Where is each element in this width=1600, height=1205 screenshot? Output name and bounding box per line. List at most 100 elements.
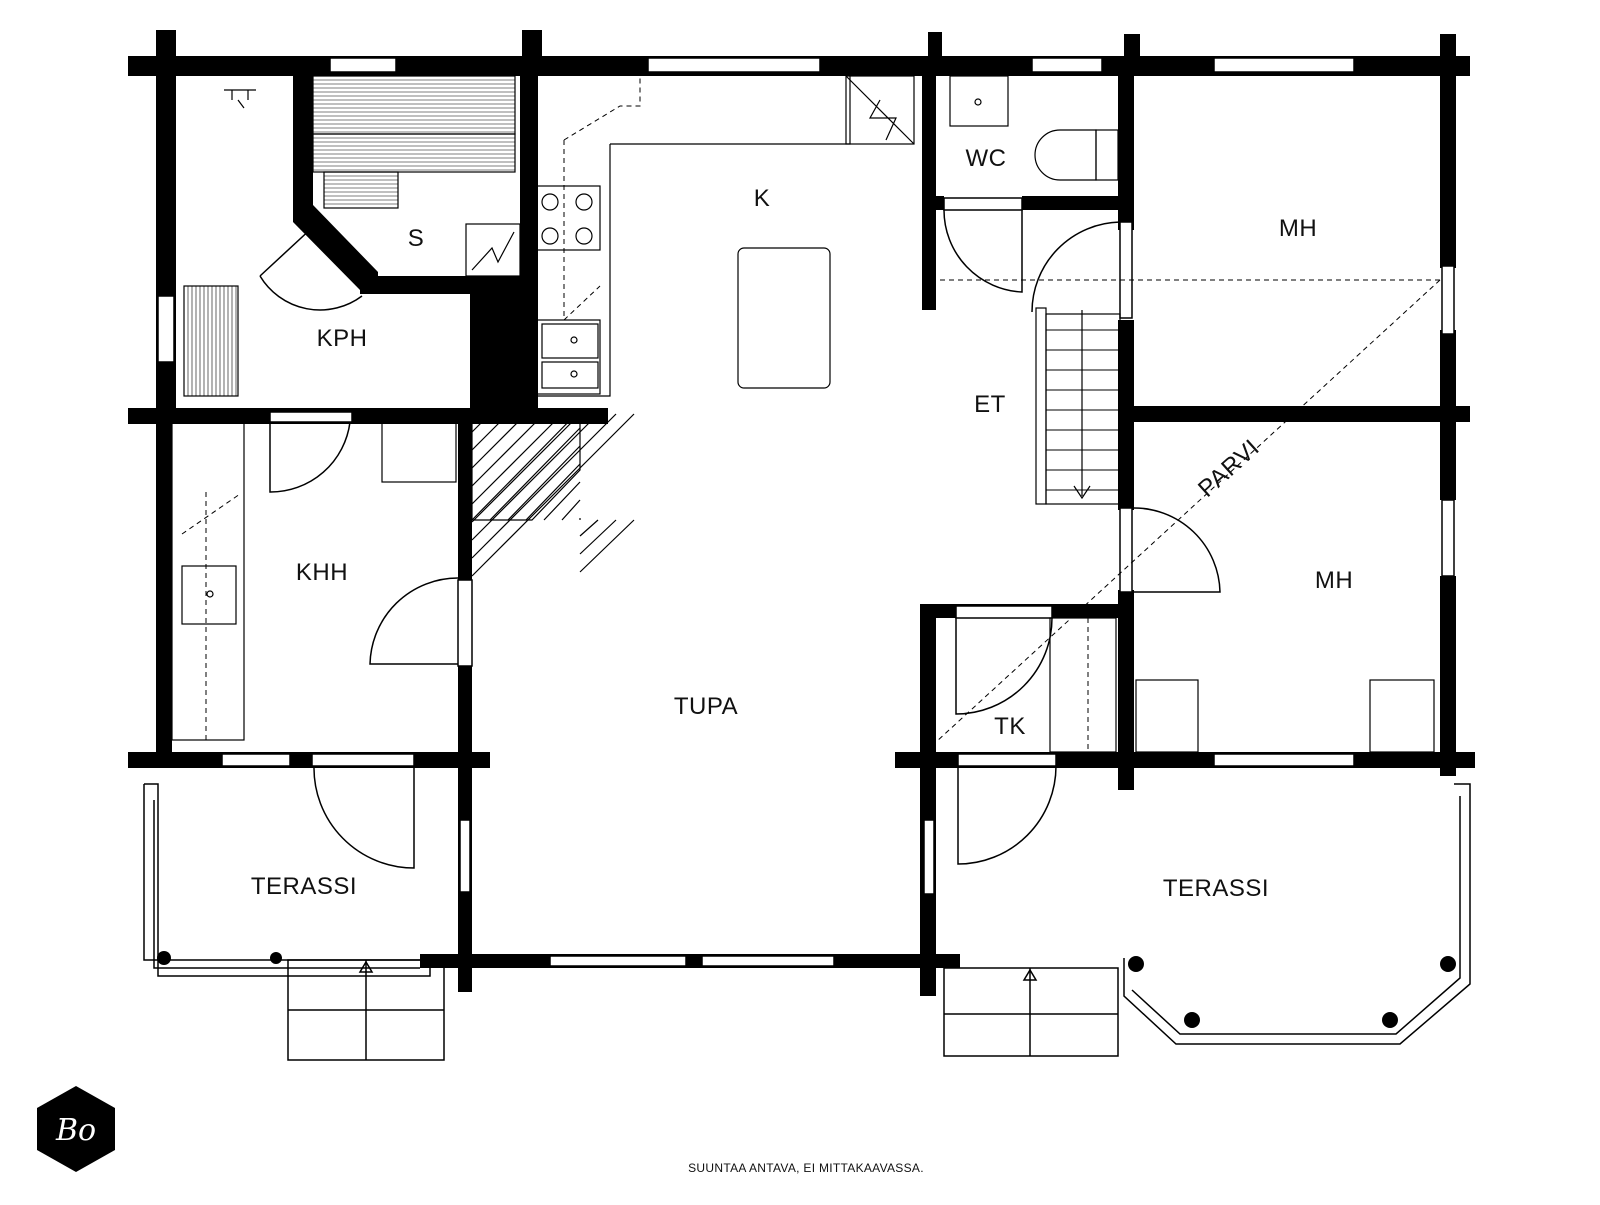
burner [541, 193, 559, 211]
window [1213, 57, 1355, 73]
dashed-lines [181, 76, 1441, 752]
sink-bowl [541, 323, 599, 359]
log-end [522, 30, 542, 60]
door-terassi-right [957, 765, 1057, 865]
doors [259, 197, 1221, 869]
door-opening [1119, 221, 1133, 319]
hatch-line [471, 413, 491, 433]
room-label-parvi: PARVI [1193, 434, 1265, 502]
door-sauna [259, 225, 363, 311]
wall-sauna-right [520, 60, 538, 292]
door-tk [955, 617, 1053, 715]
hatch-line [471, 413, 527, 469]
window [1213, 753, 1355, 767]
wall-lower-left [128, 752, 490, 768]
room-label-khh: KHH [296, 559, 348, 586]
wall-hall-right-upper [1118, 60, 1134, 230]
khh-cabinet [381, 419, 457, 483]
burner [575, 227, 593, 245]
toilet [1034, 129, 1097, 181]
hatch-line [579, 519, 617, 555]
door-opening [269, 411, 353, 423]
terrace-left-railing [143, 783, 431, 977]
sauna-bench-lower [312, 133, 516, 173]
posts [157, 951, 1456, 1028]
drain [974, 98, 982, 106]
kitchen-sink [535, 319, 601, 395]
room-label-tk: TK [994, 713, 1026, 740]
logo-text: Bo [55, 1113, 96, 1148]
stair-rail [1035, 307, 1047, 505]
hatch-line [471, 409, 581, 521]
wall-wc-left [922, 60, 936, 310]
wall-mh-divider [1130, 406, 1470, 422]
sauna-stove [465, 223, 521, 277]
drain [570, 370, 578, 378]
hatch-line [525, 463, 581, 521]
wall-bottom-tupa [420, 954, 960, 968]
terrace-left-railing-inner [153, 800, 420, 969]
hatch-line [507, 445, 581, 521]
window [1441, 265, 1455, 335]
door-opening [311, 753, 415, 767]
room-label-terassi-right: TERASSI [1163, 875, 1269, 902]
wall-sauna-left [293, 60, 313, 210]
window [329, 57, 397, 73]
footer-note: SUUNTAA ANTAVA, EI MITTAKAAVASSA. [688, 1161, 924, 1175]
kitchen-counter [536, 76, 851, 397]
window [221, 753, 291, 767]
door-mh-bottom [1131, 507, 1221, 593]
arrow-up-icon [1022, 968, 1038, 981]
log-end [928, 32, 942, 60]
room-label-terassi-left: TERASSI [251, 873, 357, 900]
sauna-bench-upper [312, 75, 516, 135]
room-label-mh-bottom: MH [1315, 567, 1353, 594]
hatch-line [489, 427, 581, 521]
door-khh-right [369, 577, 459, 665]
counter-upper-cabinet [563, 140, 601, 321]
hatch-line [561, 499, 581, 521]
wall-left-upper [156, 60, 176, 420]
wall-left-lower [156, 420, 172, 760]
hatch-line [471, 413, 635, 577]
wall-hall-right-lower [1118, 590, 1134, 790]
room-label-kph: KPH [317, 325, 368, 352]
terrace-right-railing [1123, 783, 1471, 1045]
hatch-line [471, 413, 599, 541]
burner [575, 193, 593, 211]
kph-bench [183, 285, 239, 397]
wall-khh-right [458, 410, 472, 992]
wall-hall-right-mid [1118, 320, 1134, 510]
window [1441, 499, 1455, 577]
door-opening [943, 197, 1023, 211]
post [1128, 956, 1144, 972]
hood-outline [563, 76, 641, 141]
door-opening [957, 753, 1057, 767]
window [549, 955, 687, 967]
fireplace-hatch [471, 409, 635, 577]
wall-right-lower [1440, 576, 1456, 776]
arrow-up-icon [358, 960, 374, 973]
fridge [845, 75, 915, 145]
hatch-line [471, 413, 509, 451]
hatch-line [471, 413, 617, 559]
drain [206, 590, 214, 598]
hatch-line [579, 519, 599, 537]
door-wc [943, 209, 1023, 293]
loft-edge-diagonal [935, 279, 1441, 743]
windows [157, 57, 1455, 967]
window [157, 295, 175, 363]
arrow-down-icon [1073, 310, 1091, 500]
hatch-line [471, 413, 563, 505]
terraces [143, 783, 1471, 1061]
wardrobe [1135, 679, 1199, 753]
room-label-s: S [408, 225, 425, 252]
wall-chimney [470, 276, 538, 414]
window [701, 955, 835, 967]
post [1382, 1012, 1398, 1028]
wall-sauna-diagonal [293, 205, 378, 290]
hatch-line [471, 413, 581, 523]
hexagon-logo-icon: Bo [37, 1086, 115, 1172]
wall-tk-left [920, 606, 936, 996]
